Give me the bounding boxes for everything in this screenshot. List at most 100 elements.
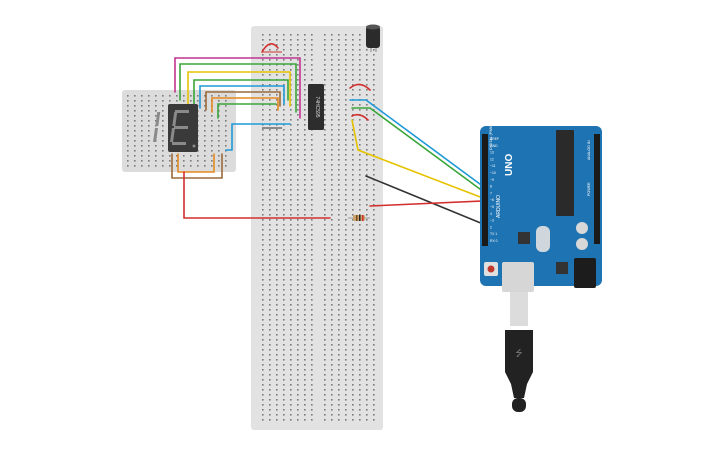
breadboard-hole [297,109,299,111]
breadboard-hole [148,135,150,137]
digital-pin-label: RX 0 [490,239,498,243]
wire-black-to-arduino[interactable] [365,175,489,227]
breadboard-hole [218,140,220,142]
breadboard-hole [345,89,347,91]
breadboard-hole [331,209,333,211]
wire-red-left[interactable] [183,171,331,219]
wire-orange-loop[interactable] [177,153,215,173]
capacitor-body[interactable] [366,26,380,48]
breadboard-hole [373,289,375,291]
breadboard-hole [338,294,340,296]
breadboard-hole [262,339,264,341]
breadboard-hole [283,164,285,166]
breadboard-hole [331,54,333,56]
breadboard-hole [141,95,143,97]
breadboard-hole [204,165,206,167]
wire-red-jumper[interactable] [261,43,279,53]
digital-header[interactable] [482,134,488,246]
wire-blue-top[interactable] [199,85,285,109]
breadboard-hole [352,359,354,361]
wire-yellow-to-arduino[interactable] [351,119,489,201]
breadboard-hole [211,135,213,137]
wire-green-3[interactable] [217,103,277,119]
breadboard-hole [359,154,361,156]
breadboard-hole [373,384,375,386]
breadboard-hole [262,299,264,301]
reset-button-cap[interactable] [487,265,495,273]
breadboard-hole [283,84,285,86]
breadboard-hole [269,94,271,96]
wire-orange-top[interactable] [211,97,279,113]
breadboard-hole [373,324,375,326]
breadboard-hole [283,179,285,181]
breadboard-hole [290,369,292,371]
wire-brown-loop[interactable] [171,153,223,179]
breadboard-hole [373,389,375,391]
breadboard-hole [359,404,361,406]
breadboard-hole [304,274,306,276]
breadboard-hole [297,389,299,391]
breadboard-hole [162,150,164,152]
usb-cable[interactable]: ⭍ [505,292,533,412]
arduino-uno[interactable]: UNO ARDUINO DIGITAL (PWM~) ANALOG IN POW… [480,122,602,292]
breadboard-hole [283,254,285,256]
breadboard-hole [338,204,340,206]
wire-brown-top[interactable] [205,91,281,111]
breadboard-hole [283,269,285,271]
breadboard-hole [218,135,220,137]
breadboard-hole [269,89,271,91]
usb-plug-body[interactable] [505,330,533,398]
breadboard-hole [269,49,271,51]
analog-header[interactable] [594,134,600,244]
resistor[interactable] [348,215,370,221]
shift-register-chip[interactable]: 74HC595 [308,84,324,130]
power-jack[interactable] [574,258,596,288]
breadboard-hole [373,269,375,271]
breadboard-hole [218,125,220,127]
breadboard-hole [366,394,368,396]
breadboard-hole [373,414,375,416]
breadboard-hole [352,154,354,156]
breadboard-hole [262,159,264,161]
breadboard-hole [373,189,375,191]
capacitor[interactable] [366,24,380,53]
breadboard-hole [276,399,278,401]
breadboard-hole [345,234,347,236]
breadboard-hole [276,199,278,201]
seven-segment-display[interactable] [153,104,198,152]
breadboard-hole [276,414,278,416]
wires[interactable] [171,43,596,227]
wire-red-sr[interactable] [349,83,371,91]
wire-yellow-top[interactable] [187,71,291,107]
wire-magenta[interactable] [174,57,301,119]
shift-register-body[interactable] [308,84,324,130]
large-breadboard[interactable] [251,26,383,430]
wire-green-to-arduino[interactable] [351,107,489,196]
breadboard-hole [127,165,129,167]
breadboard-hole [345,179,347,181]
wire-blue-mid[interactable] [225,123,291,151]
breadboard-hole [304,239,306,241]
breadboard-hole [352,224,354,226]
breadboard-hole [297,264,299,266]
breadboard-hole [304,399,306,401]
breadboard-hole [331,89,333,91]
wire-blue-to-arduino[interactable] [349,99,489,191]
breadboard-hole [155,110,157,112]
wire-green-2[interactable] [193,79,289,107]
breadboard-hole [345,244,347,246]
wire-red-sr-2[interactable] [351,113,369,121]
breadboard-hole [338,374,340,376]
breadboard-hole [262,394,264,396]
breadboard-hole [345,149,347,151]
breadboard-hole [218,165,220,167]
breadboard-hole [290,314,292,316]
wire-green-top[interactable] [179,63,297,113]
breadboard-hole [338,34,340,36]
breadboard-hole [297,419,299,421]
breadboard-hole [324,159,326,161]
voltage-regulator [556,262,568,274]
usb-port[interactable] [502,262,534,292]
